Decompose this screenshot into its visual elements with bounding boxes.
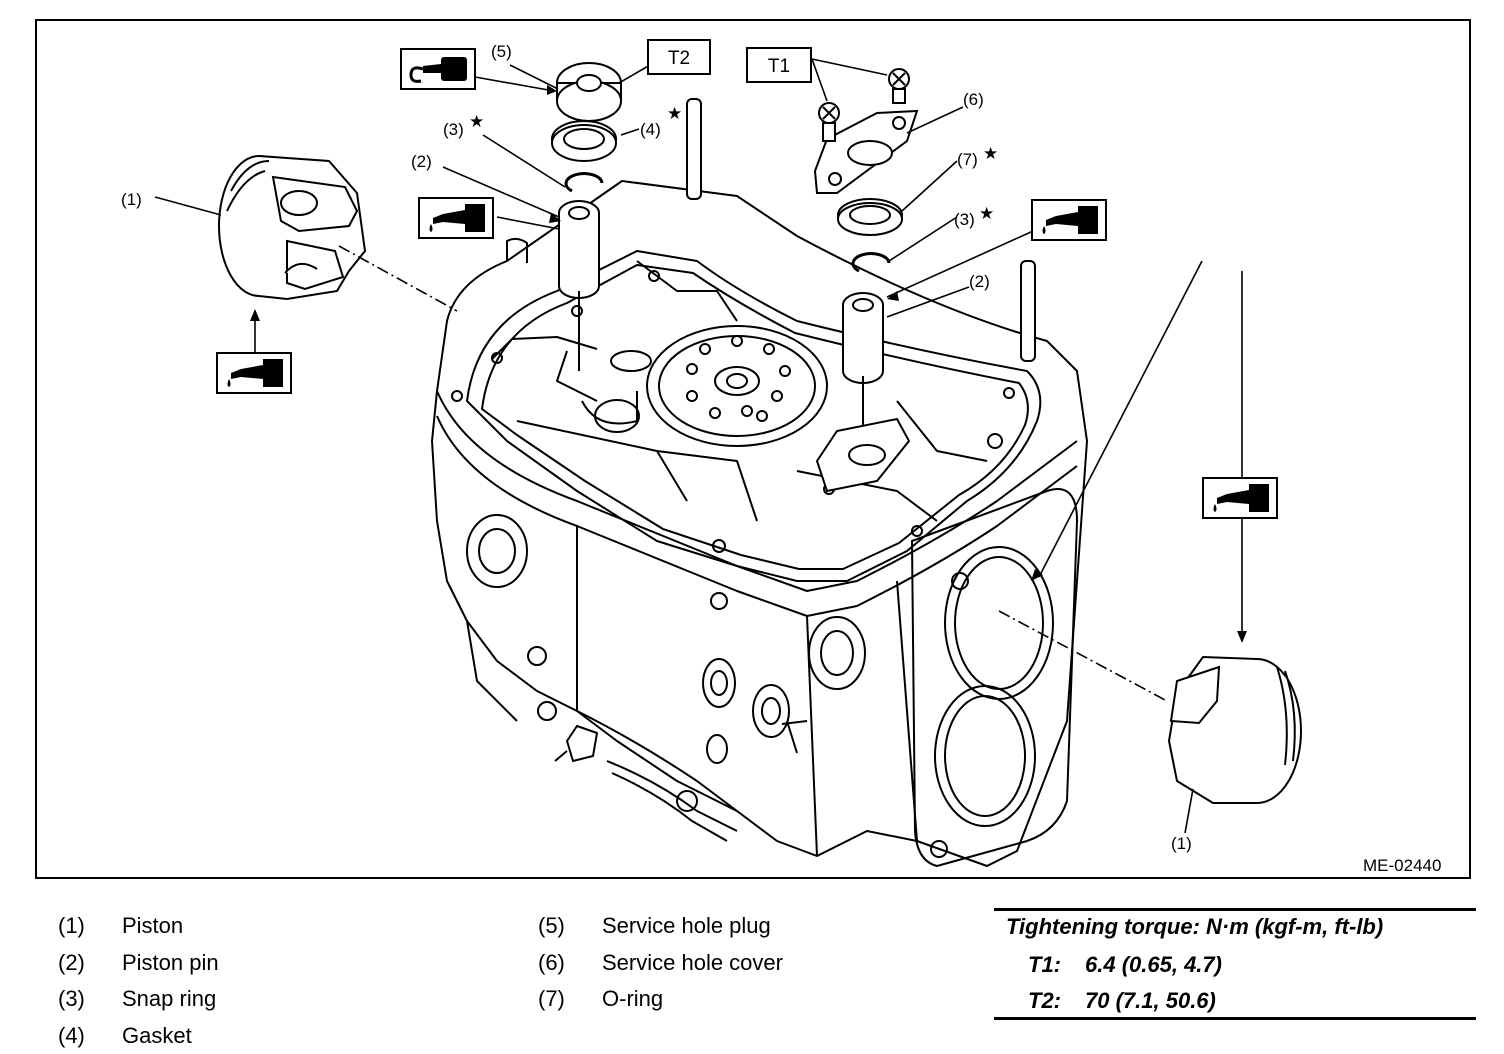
figure-id: ME-02440 bbox=[1363, 856, 1441, 875]
legend-item: (4)Gasket bbox=[58, 1018, 219, 1054]
callout-5: (5) bbox=[491, 42, 512, 61]
tightening-torque-table: Tightening torque: N·m (kgf-m, ft-lb) T1… bbox=[994, 908, 1476, 1020]
callout-1: (1) bbox=[1171, 834, 1192, 853]
service-hole-parts-left bbox=[552, 63, 621, 371]
legend-item: (6)Service hole cover bbox=[538, 945, 783, 982]
piston-left bbox=[219, 156, 365, 299]
callout-4: (4) bbox=[640, 120, 661, 139]
diagram-canvas: T2 T1 (5) (4) ★ (3) ★ (2) (1) (6) (7) ★ … bbox=[37, 21, 1473, 881]
legend-item: (7)O-ring bbox=[538, 981, 783, 1018]
legend-middle: (5)Service hole plug (6)Service hole cov… bbox=[538, 908, 783, 1018]
torque-box-t1: T1 bbox=[747, 48, 811, 82]
torque-row-t2: T2:70 (7.1, 50.6) bbox=[1028, 988, 1216, 1014]
torque-row-t1: T1:6.4 (0.65, 4.7) bbox=[1028, 952, 1222, 978]
svg-text:T2: T2 bbox=[668, 48, 690, 69]
legend-item: (2)Piston pin bbox=[58, 945, 219, 982]
oil-can-icon bbox=[419, 198, 493, 238]
callout-7: (7) bbox=[957, 150, 978, 169]
oil-can-icon bbox=[1032, 200, 1106, 240]
crankshaft-flange bbox=[647, 326, 827, 446]
star-icon: ★ bbox=[469, 112, 484, 131]
exploded-view-diagram: T2 T1 (5) (4) ★ (3) ★ (2) (1) (6) (7) ★ … bbox=[35, 19, 1471, 879]
star-icon: ★ bbox=[979, 204, 994, 223]
oil-can-icon bbox=[1203, 478, 1277, 518]
callout-6: (6) bbox=[963, 90, 984, 109]
piston-right bbox=[1169, 657, 1301, 803]
oil-can-icon bbox=[217, 353, 291, 393]
liquid-gasket-icon bbox=[401, 49, 475, 89]
torque-title: Tightening torque: N·m (kgf-m, ft-lb) bbox=[1006, 914, 1383, 940]
callout-2: (2) bbox=[969, 272, 990, 291]
service-hole-parts-right bbox=[815, 69, 917, 491]
legend-item: (1)Piston bbox=[58, 908, 219, 945]
callout-1: (1) bbox=[121, 190, 142, 209]
legend-item: (5)Service hole plug bbox=[538, 908, 783, 945]
star-icon: ★ bbox=[667, 104, 682, 123]
legend-item: (3)Snap ring bbox=[58, 981, 219, 1018]
callout-3: (3) bbox=[954, 210, 975, 229]
callout-2: (2) bbox=[411, 152, 432, 171]
torque-box-t2: T2 bbox=[648, 40, 710, 74]
legend-left: (1)Piston (2)Piston pin (3)Snap ring (4)… bbox=[58, 908, 219, 1054]
svg-text:T1: T1 bbox=[768, 56, 790, 77]
callout-3: (3) bbox=[443, 120, 464, 139]
star-icon: ★ bbox=[983, 144, 998, 163]
